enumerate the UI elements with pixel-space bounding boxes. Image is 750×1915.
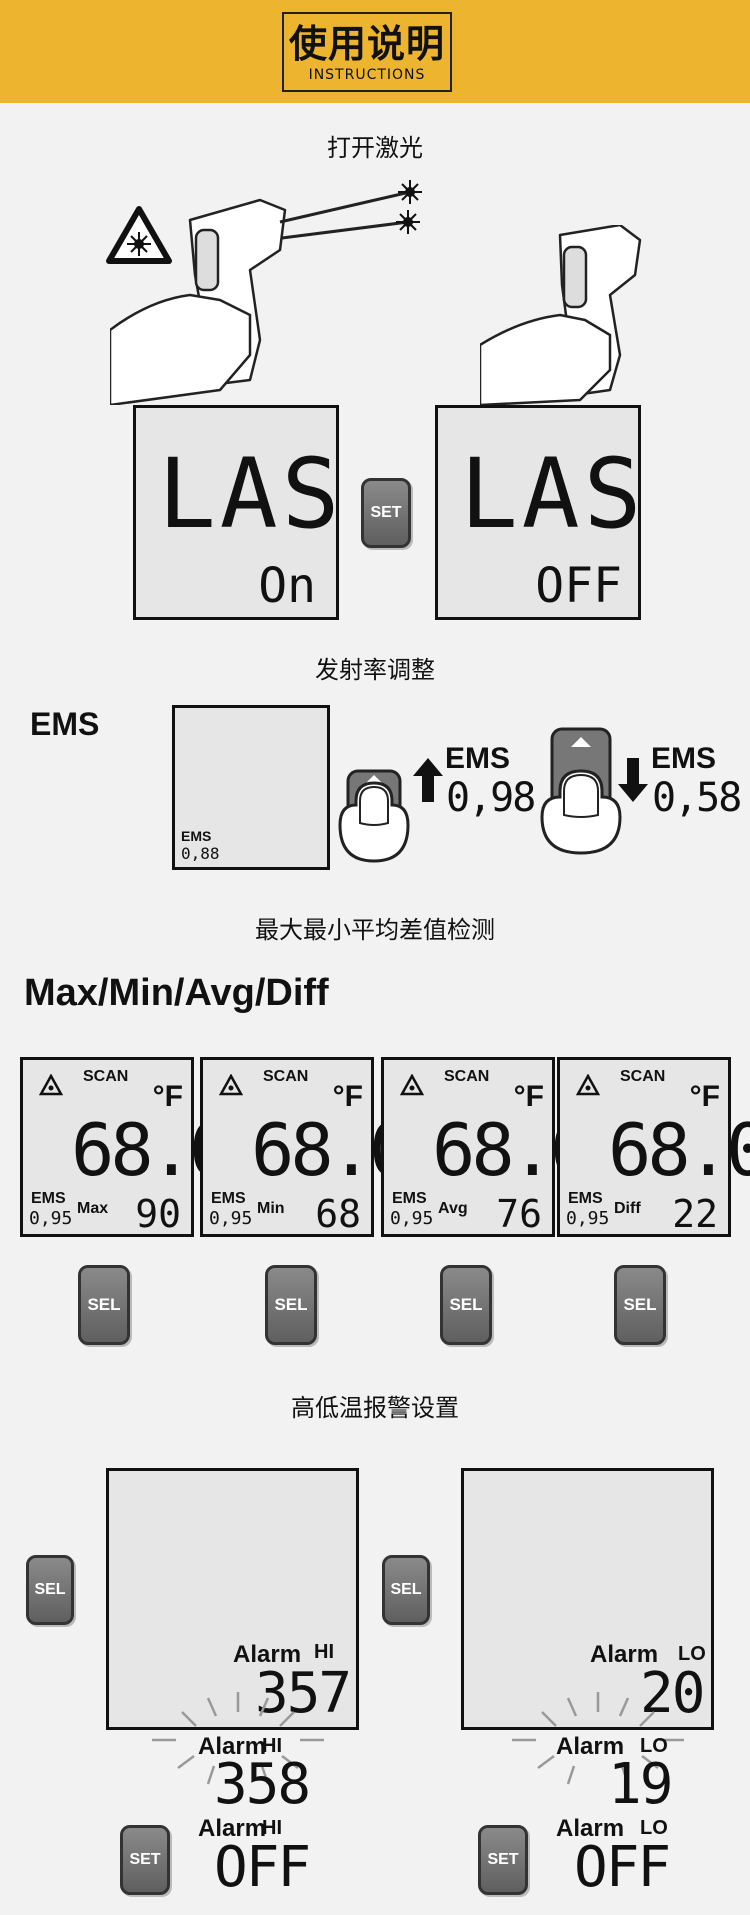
alarm-lo-label: Alarm: [590, 1641, 659, 1668]
laser-warning-icon: [219, 1074, 243, 1096]
lcd-main-text: LAS: [158, 438, 344, 550]
alarm-hi-final-label: Alarm: [198, 1815, 267, 1842]
laser-warning-icon: [576, 1074, 600, 1096]
mode-label: Min: [257, 1200, 285, 1217]
alarm-lo-flash-value: 19: [608, 1752, 673, 1817]
sel-button-alarm-hi[interactable]: SEL: [26, 1555, 74, 1625]
unit-label: °F: [332, 1080, 363, 1113]
alarm-lo-final-tag: LO: [640, 1817, 668, 1839]
lcd-alarm-hi: Alarm HI 357: [106, 1468, 359, 1730]
mode-label: Avg: [438, 1200, 468, 1217]
alarm-hi-flash-label: Alarm: [198, 1733, 267, 1760]
alarm-hi-tag: HI: [314, 1641, 334, 1663]
lcd-sub-text: OFF: [535, 558, 622, 614]
alarm-hi-final-value: OFF: [214, 1835, 311, 1900]
section-title-maxmin: 最大最小平均差值检测: [255, 916, 495, 944]
ems-label: EMS: [568, 1190, 603, 1207]
thermometer-hand-illustration: [110, 180, 422, 405]
flash-rays-icon: [512, 1692, 684, 1785]
sel-button-diff[interactable]: SEL: [614, 1265, 666, 1345]
ems-value: 0,95: [566, 1208, 610, 1229]
lcd-ems-label: EMS: [181, 828, 212, 844]
laser-warning-icon: [106, 206, 172, 264]
alarm-lo-tag: LO: [678, 1643, 706, 1665]
unit-label: °F: [152, 1080, 183, 1113]
ems-value: 0,95: [29, 1208, 73, 1229]
alarm-hi-screen-value: 357: [255, 1661, 352, 1726]
set-button-laser[interactable]: SET: [361, 478, 411, 548]
mode-value: 68: [315, 1192, 361, 1236]
laser-spark-icon: [396, 180, 422, 234]
scan-label: SCAN: [444, 1068, 490, 1085]
sel-button-max[interactable]: SEL: [78, 1265, 130, 1345]
temperature-reading: 68.0: [608, 1108, 750, 1192]
lcd-laser-off: LAS OFF: [435, 405, 641, 620]
ems-label: EMS: [30, 706, 100, 742]
thermometer-hand-illustration-off: [480, 225, 642, 405]
page-subtitle: INSTRUCTIONS: [308, 67, 426, 83]
flash-rays-icon: [152, 1692, 324, 1785]
mode-value: 76: [496, 1192, 542, 1236]
arrow-down-icon: [618, 758, 648, 802]
scan-label: SCAN: [620, 1068, 666, 1085]
ems-label: EMS: [392, 1190, 427, 1207]
alarm-lo-final-label: Alarm: [556, 1815, 625, 1842]
title-box: 使用说明 INSTRUCTIONS: [282, 12, 452, 92]
alarm-lo-final-value: OFF: [574, 1835, 671, 1900]
arrow-up-icon: [413, 758, 443, 802]
unit-label: °F: [689, 1080, 720, 1113]
alarm-hi-label: Alarm: [233, 1641, 302, 1668]
alarm-hi-flash-value: 358: [214, 1752, 311, 1817]
finger-press-down-button: [540, 727, 622, 855]
maxmin-label: Max/Min/Avg/Diff: [24, 972, 329, 1014]
mode-value: 22: [672, 1192, 718, 1236]
ems-up-label: EMS: [445, 742, 511, 775]
ems-label: EMS: [31, 1190, 66, 1207]
scan-label: SCAN: [263, 1068, 309, 1085]
scan-label: SCAN: [83, 1068, 129, 1085]
section-title-alarm: 高低温报警设置: [291, 1394, 459, 1422]
set-button-alarm-hi[interactable]: SET: [120, 1825, 170, 1895]
lcd-main-text: LAS: [460, 438, 646, 550]
section-title-laser: 打开激光: [327, 134, 423, 162]
ems-value: 0,95: [209, 1208, 253, 1229]
sel-button-alarm-lo[interactable]: SEL: [382, 1555, 430, 1625]
ems-value: 0,95: [390, 1208, 434, 1229]
ems-down-value: 0,58: [652, 775, 742, 821]
section-title-emissivity: 发射率调整: [315, 656, 435, 684]
finger-press-up-button: [338, 769, 410, 863]
sel-button-min[interactable]: SEL: [265, 1265, 317, 1345]
lcd-ems-value: 0,88: [181, 844, 220, 863]
set-button-alarm-lo[interactable]: SET: [478, 1825, 528, 1895]
alarm-lo-flash-label: Alarm: [556, 1733, 625, 1760]
alarm-lo-flash-tag: LO: [640, 1735, 668, 1757]
laser-warning-icon: [39, 1074, 63, 1096]
ems-down-label: EMS: [651, 742, 717, 775]
alarm-hi-final-tag: HI: [262, 1817, 282, 1839]
mode-label: Diff: [614, 1200, 641, 1217]
mode-label: Max: [77, 1200, 109, 1217]
page-title: 使用说明: [288, 22, 445, 66]
sel-button-avg[interactable]: SEL: [440, 1265, 492, 1345]
header-banner: 使用说明 INSTRUCTIONS: [0, 0, 750, 103]
unit-label: °F: [513, 1080, 544, 1113]
ems-up-value: 0,98: [446, 775, 536, 821]
lcd-sub-text: On: [258, 558, 316, 614]
lcd-emissivity: EMS 0,88: [172, 705, 330, 870]
alarm-hi-flash-tag: HI: [262, 1735, 282, 1757]
lcd-laser-on: LAS On: [133, 405, 339, 620]
ems-label: EMS: [211, 1190, 246, 1207]
mode-value: 90: [135, 1192, 181, 1236]
laser-warning-icon: [400, 1074, 424, 1096]
